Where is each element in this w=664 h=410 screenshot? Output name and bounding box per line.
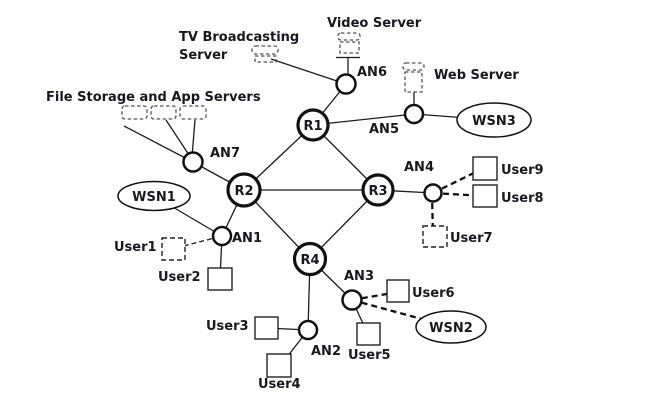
user4-square (266, 353, 292, 378)
an5-label: AN5 (369, 122, 399, 137)
tv-broadcasting-server-icon (251, 45, 279, 63)
wsn3-ellipse (456, 102, 532, 138)
file-server-icon-2 (150, 105, 177, 120)
an2-label: AN2 (311, 344, 341, 359)
file-storage-servers-icon (121, 105, 207, 120)
link-r1-an5 (312, 113, 415, 126)
an1-label: AN1 (232, 231, 262, 246)
user8-label: User8 (501, 191, 544, 206)
video-server-icon-top (337, 32, 361, 41)
user1-label: User1 (114, 240, 157, 255)
user5-square (356, 322, 381, 346)
user-labels: User1 User2 User3 User4 User5 User6 User… (114, 163, 544, 392)
wsn2-ellipse (415, 310, 487, 344)
access-node-an5 (403, 103, 425, 125)
an7-label: AN7 (210, 146, 240, 161)
file-server-icon-1 (121, 105, 148, 120)
user4-label: User4 (258, 377, 301, 392)
router-r2 (226, 172, 262, 208)
an3-label: AN3 (344, 269, 374, 284)
link-an7-file-server-1 (123, 125, 194, 163)
tv-server-label-line2: Server (179, 48, 228, 63)
user2-square (207, 267, 233, 291)
router-r1-label: R1 (303, 119, 322, 134)
router-r4 (292, 241, 328, 277)
access-nodes: AN7 AN1 AN6 AN5 AN4 AN3 AN2 (182, 65, 443, 359)
link-an4-user7 (430, 192, 435, 238)
web-server-icon (402, 62, 425, 93)
link-an6-tv-server (270, 58, 347, 85)
router-r3 (361, 173, 395, 207)
user6-label: User6 (412, 286, 455, 301)
video-server-icon-body (339, 41, 360, 54)
access-node-an4 (423, 183, 443, 203)
video-server-icon (337, 32, 361, 54)
tv-server-icon-body (254, 55, 277, 63)
user9-square (472, 156, 498, 181)
user3-label: User3 (206, 319, 249, 334)
access-node-an3 (341, 289, 363, 311)
access-node-an1 (211, 225, 233, 247)
user5-label: User5 (348, 348, 391, 363)
user7-label: User7 (450, 231, 493, 246)
router-r3-label: R3 (368, 184, 387, 199)
server-labels: Video Server TV Broadcasting Server Web … (46, 16, 519, 105)
router-r1 (296, 108, 330, 142)
access-node-an2 (297, 319, 319, 341)
tv-server-icon-top (251, 45, 279, 55)
access-node-an7 (182, 151, 204, 173)
wsn1-label: WSN1 (132, 190, 176, 205)
web-server-icon-top (402, 62, 425, 71)
video-server-label: Video Server (327, 16, 422, 31)
user2-label: User2 (158, 270, 201, 285)
web-server-label: Web Server (434, 68, 519, 83)
an4-label: AN4 (404, 160, 434, 175)
link-an7-file-server-3 (191, 119, 196, 158)
router-r4-label: R4 (300, 253, 319, 268)
user6-square (386, 279, 410, 303)
router-r2-label: R2 (234, 184, 253, 199)
link-an7-file-server-2 (165, 119, 192, 159)
wsn3-label: WSN3 (472, 114, 516, 129)
wsn1-ellipse (117, 180, 191, 212)
user7-square (422, 225, 448, 248)
file-server-icon-3 (179, 105, 207, 120)
wsn2-label: WSN2 (429, 321, 473, 336)
link-an3-user6 (351, 290, 399, 302)
an6-label: AN6 (357, 65, 387, 80)
server-icons (121, 32, 425, 120)
user8-square (472, 184, 498, 208)
user-terminals (161, 156, 498, 378)
tv-server-label-line1: TV Broadcasting (179, 30, 299, 45)
file-app-servers-label: File Storage and App Servers (46, 90, 261, 105)
access-node-an6 (335, 73, 357, 95)
web-server-icon-body (404, 71, 423, 93)
user1-square (161, 237, 186, 261)
routers: R1 R2 R3 R4 (226, 108, 395, 277)
user3-square (254, 316, 279, 340)
user9-label: User9 (501, 163, 544, 178)
wsn-clouds: WSN1 WSN3 WSN2 (117, 102, 532, 344)
